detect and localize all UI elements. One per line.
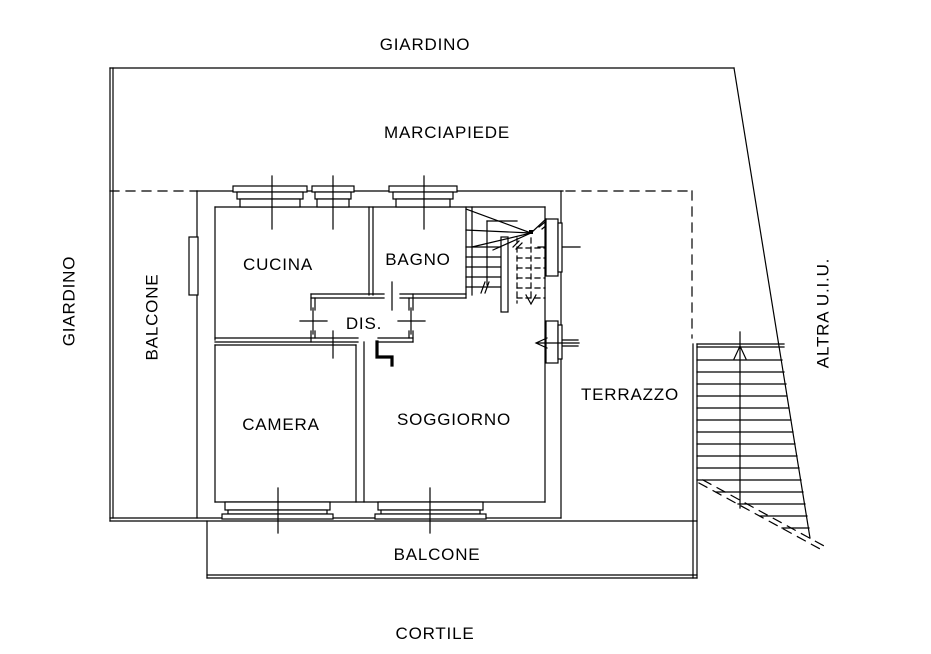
- labels: GIARDINO MARCIAPIEDE GIARDINO BALCONE CU…: [60, 35, 833, 643]
- door-soggiorno-balcone: [374, 487, 487, 534]
- label-cortile: CORTILE: [396, 624, 475, 643]
- door-camera-balcone: [221, 487, 334, 534]
- stairwell-window: [545, 218, 563, 277]
- dashed-division-lines: [109, 190, 693, 339]
- label-balcone-bottom: BALCONE: [394, 545, 481, 564]
- door-tick-marks: [299, 281, 426, 359]
- external-staircase: [696, 331, 827, 551]
- property-boundary: [109, 67, 811, 539]
- label-marciapiede: MARCIAPIEDE: [384, 123, 510, 142]
- label-cucina: CUCINA: [243, 255, 313, 274]
- west-balcony-door: [188, 236, 199, 296]
- window-bagno: [388, 175, 458, 230]
- label-dis: DIS.: [346, 314, 382, 333]
- internal-staircase: [465, 208, 581, 313]
- stairs-up-arrow: [733, 331, 747, 509]
- stairs-down-arrow: [525, 237, 537, 306]
- label-balcone-left: BALCONE: [143, 274, 162, 361]
- north-windows: [232, 175, 458, 230]
- label-terrazzo: TERRAZZO: [581, 385, 679, 404]
- label-giardino-left: GIARDINO: [60, 256, 79, 346]
- window-cucina-small: [311, 175, 355, 230]
- south-balcony-doors: [221, 487, 487, 534]
- entrance-arrow: [534, 337, 580, 349]
- stair-rail: [500, 236, 509, 313]
- entrance-door: [545, 320, 563, 364]
- label-bagno: BAGNO: [385, 250, 450, 269]
- label-soggiorno: SOGGIORNO: [397, 410, 511, 429]
- label-camera: CAMERA: [242, 415, 320, 434]
- bottom-balcony: [206, 343, 698, 579]
- label-altra-uiu: ALTRA U.I.U.: [814, 258, 833, 368]
- east-wall-openings: [534, 218, 580, 364]
- window-cucina-large: [232, 175, 308, 230]
- label-giardino-top: GIARDINO: [380, 35, 470, 54]
